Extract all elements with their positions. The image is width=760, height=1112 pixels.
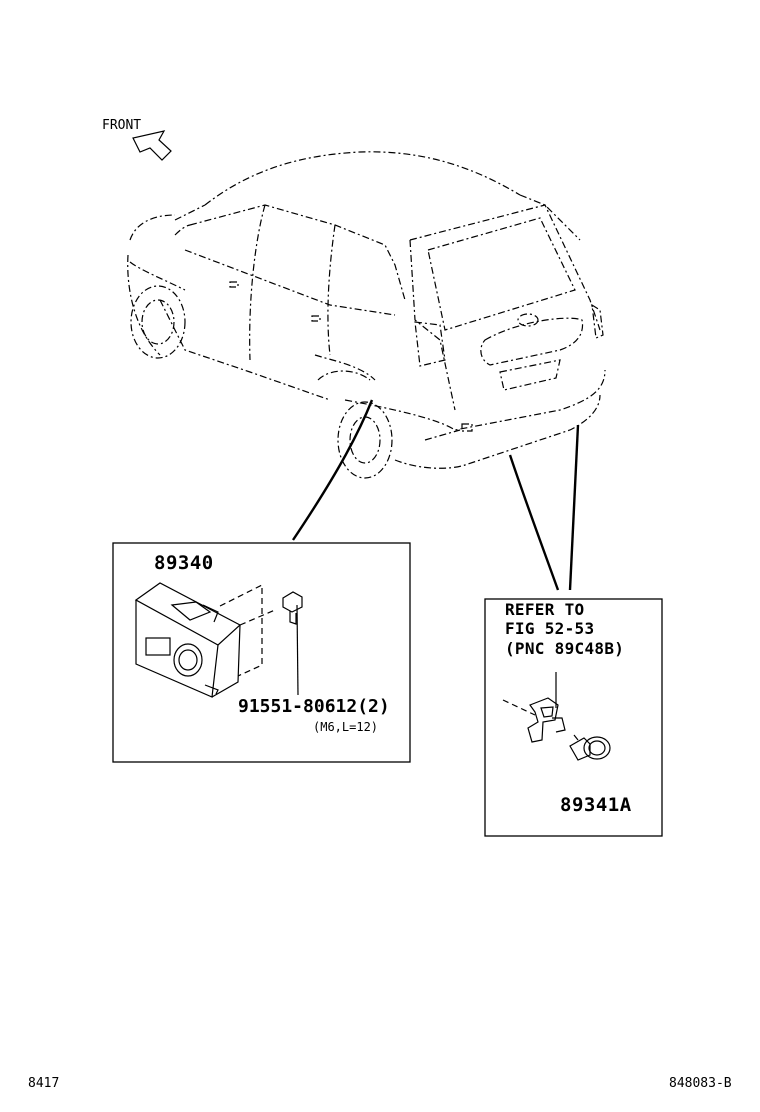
bolt-spec: (M6,L=12)	[313, 720, 379, 734]
front-label: FRONT	[102, 118, 142, 133]
refer-line-1: REFER TO	[505, 600, 585, 619]
part-number-89341a: 89341A	[560, 794, 632, 816]
vehicle-outline	[127, 151, 606, 479]
refer-line-2: FIG 52-53	[505, 619, 595, 638]
bolt-part-number: 91551-80612(2)	[238, 696, 390, 717]
parking-sensor-icon	[569, 734, 611, 761]
ecu-module-icon	[134, 582, 276, 698]
callout-box-right	[484, 598, 663, 837]
footer-right-code: 848083-B	[669, 1076, 732, 1091]
part-number-89340: 89340	[154, 552, 214, 574]
refer-line-3: (PNC 89C48B)	[505, 639, 625, 658]
bolt-icon	[282, 591, 303, 696]
footer-left-code: 8417	[28, 1076, 60, 1091]
front-arrow-icon	[132, 130, 172, 161]
leader-lines	[292, 399, 580, 591]
callout-box-left	[112, 542, 411, 763]
sensor-bracket-icon	[502, 672, 566, 743]
